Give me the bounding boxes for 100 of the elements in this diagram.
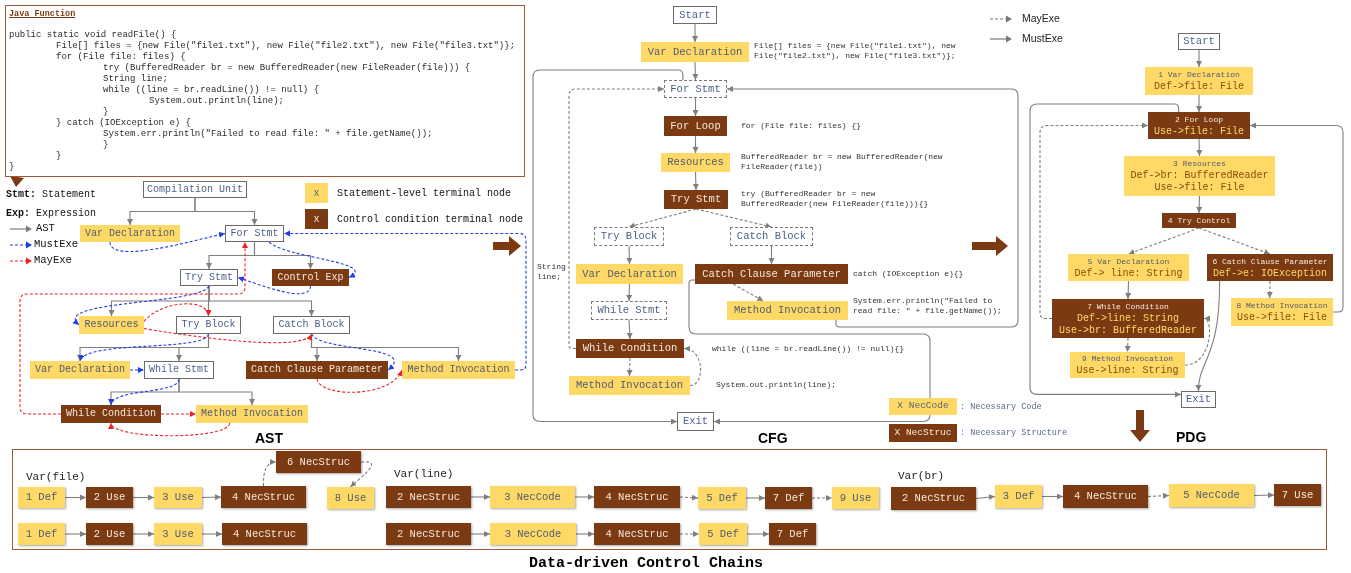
node-label: 4 NecStruc xyxy=(233,528,296,540)
node-label: Method Invocation xyxy=(575,380,684,391)
arrow xyxy=(975,494,996,501)
swatch-label: x xyxy=(313,186,320,201)
dashed-arrow xyxy=(1039,122,1149,320)
code-line: while ((line = br.readLine()) != null) { xyxy=(103,85,320,96)
dashed-arrow xyxy=(109,231,226,252)
terminal-node-box xyxy=(154,523,202,545)
terminal-node-box xyxy=(1231,298,1333,326)
node-label: 6 NecStruc xyxy=(287,456,350,468)
control-node-box xyxy=(1063,485,1148,508)
control-node-box xyxy=(664,190,728,209)
node-label: Method Invocation xyxy=(201,409,303,419)
legend-note: Stmt: Statement xyxy=(6,188,97,202)
terminal-node-box xyxy=(727,301,848,320)
node-label: Start xyxy=(679,9,711,21)
code-line: System.out.println(line); xyxy=(149,96,285,107)
node-heading: 6 Catch Clause Parameter xyxy=(1212,255,1328,268)
variable-label: Var(br) xyxy=(898,469,945,484)
node-label: Use->br: BufferedReader xyxy=(1059,324,1197,337)
dashed-arrow xyxy=(143,303,210,322)
control-node-box xyxy=(1207,254,1333,281)
legend-text: AST xyxy=(36,221,55,237)
arrow xyxy=(253,241,314,270)
terminal-node-box xyxy=(1068,254,1189,281)
control-node-box xyxy=(221,486,306,508)
control-node-box xyxy=(891,487,976,510)
control-node-box xyxy=(1162,213,1236,228)
section-title: PDG xyxy=(1176,428,1207,447)
terminal-node-box xyxy=(661,153,730,172)
node-heading: 3 Resources xyxy=(1173,158,1226,170)
node-label: While Condition xyxy=(66,409,156,419)
node-heading: 7 While Condition xyxy=(1087,300,1169,313)
dashed-arrow xyxy=(811,495,833,501)
node-label: Start xyxy=(1183,36,1215,47)
terminal-node-box xyxy=(1169,484,1254,507)
arrow xyxy=(1196,49,1202,68)
control-node-box xyxy=(765,487,812,509)
node-heading: 4 Try Control xyxy=(1167,214,1231,227)
terminal-node-box xyxy=(18,487,65,508)
node-label: While Condition xyxy=(582,343,678,354)
node-label: 3 NecCode xyxy=(504,491,561,503)
arrow xyxy=(626,283,633,302)
arrow xyxy=(1196,195,1203,214)
control-node-box xyxy=(576,339,684,358)
dashed-node-box xyxy=(591,301,667,320)
node-box xyxy=(225,225,284,242)
node-label: 9 Use xyxy=(839,492,872,504)
node-box xyxy=(1178,33,1220,50)
arrow xyxy=(692,97,699,117)
dashed-arrow xyxy=(73,285,210,326)
control-node-box xyxy=(594,486,680,508)
dashed-arrow xyxy=(237,276,312,295)
legend-text: : Necessary Code xyxy=(960,400,1042,413)
node-label: 4 NecStruc xyxy=(605,528,669,540)
control-node-box xyxy=(222,523,307,545)
code-line: System.err.println("Failed to read file: " + file.getName()); xyxy=(103,129,433,140)
node-box xyxy=(273,316,350,334)
terminal-node-box xyxy=(832,487,879,509)
node-label: Resources xyxy=(667,157,724,168)
node-label: 4 NecStruc xyxy=(605,491,669,503)
node-label: Def-> line: String xyxy=(1074,267,1183,280)
terminal-node-box xyxy=(327,487,374,509)
node-label: 5 NecCode xyxy=(1183,490,1240,501)
dashed-node-box xyxy=(664,80,727,98)
arrow xyxy=(194,197,258,226)
code-panel xyxy=(5,5,525,177)
control-node-box xyxy=(86,487,133,508)
variable-label: Var(line) xyxy=(394,467,454,482)
control-node-box xyxy=(1052,299,1204,338)
node-box xyxy=(143,181,247,198)
code-snippet: for (File file: files) {} xyxy=(741,121,863,131)
node-label: Use->file: File xyxy=(1237,312,1327,324)
terminal-node-box xyxy=(569,376,690,395)
dashed-arrow xyxy=(628,208,697,229)
terminal-node-box xyxy=(490,486,575,508)
arrow xyxy=(132,494,155,501)
arrow xyxy=(176,333,210,362)
node-label: 2 Use xyxy=(93,528,126,540)
node-label: Exit xyxy=(1185,394,1212,405)
code-line: } catch (IOException e) { xyxy=(56,118,192,129)
node-label: 7 Use xyxy=(1281,489,1314,501)
node-label: Catch Block xyxy=(736,231,807,242)
dashed-arrow xyxy=(1184,317,1211,366)
dashed-arrow xyxy=(1198,227,1271,255)
arrow xyxy=(201,531,223,537)
arrow xyxy=(132,531,155,537)
arrow xyxy=(692,23,698,43)
node-heading: 1 Var Declaration xyxy=(1158,69,1240,81)
node-label: 8 Use xyxy=(334,492,367,504)
dashed-arrow xyxy=(110,422,231,437)
dashed-node-box xyxy=(594,227,664,246)
node-box xyxy=(180,269,238,286)
node-box xyxy=(176,316,241,334)
dashed-arrow xyxy=(310,333,395,371)
terminal-node-box xyxy=(18,523,65,545)
arrow xyxy=(1041,493,1064,500)
dashed-arrow xyxy=(160,411,197,417)
control-node-box xyxy=(594,523,680,545)
terminal-node-box xyxy=(1145,67,1253,95)
